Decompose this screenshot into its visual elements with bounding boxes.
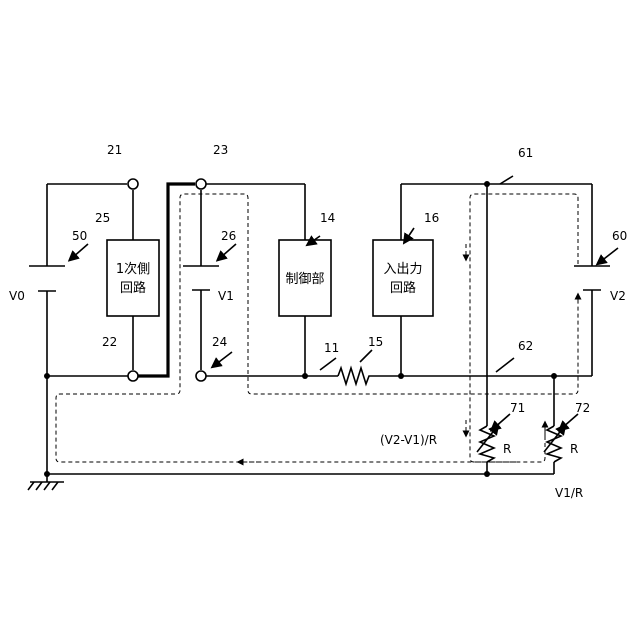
label-26: 26 [221, 229, 236, 243]
current-path-v1 [56, 194, 578, 462]
io-circuit-block: 入出力 回路 [373, 240, 433, 316]
resistor-71: R [477, 426, 511, 462]
primary-circuit-block: 1次側 回路 [107, 240, 159, 316]
label-23: 23 [213, 143, 228, 157]
primary-circuit-label-1: 1次側 [116, 261, 150, 277]
current-diff-label: (V2-V1)/R [380, 433, 437, 447]
label-21: 21 [107, 143, 122, 157]
battery-v0 [29, 266, 65, 291]
source-v0-label: V0 [9, 289, 25, 303]
label-16: 16 [424, 211, 439, 225]
label-50: 50 [72, 229, 87, 243]
label-72: 72 [575, 401, 590, 415]
battery-v1 [183, 266, 219, 290]
terminal-23 [196, 179, 206, 189]
label-25: 25 [95, 211, 110, 225]
current-v1-label: V1/R [555, 486, 583, 500]
control-unit-label: 制御部 [285, 272, 324, 287]
io-circuit-label-1: 入出力 [383, 262, 422, 277]
label-61: 61 [518, 146, 533, 160]
control-unit-block: 制御部 [279, 240, 331, 316]
resistor-71-label: R [503, 442, 511, 456]
junction-nodes [44, 181, 557, 477]
resistor-72-label: R [570, 442, 578, 456]
label-22: 22 [102, 335, 117, 349]
label-14: 14 [320, 211, 335, 225]
io-circuit-label-2: 回路 [390, 280, 416, 296]
label-11: 11 [324, 341, 339, 355]
terminal-21 [128, 179, 138, 189]
label-71: 71 [510, 401, 525, 415]
terminal-22 [128, 371, 138, 381]
source-v1-label: V1 [218, 289, 234, 303]
terminal-24 [196, 371, 206, 381]
label-24: 24 [212, 335, 227, 349]
label-60: 60 [612, 229, 627, 243]
primary-circuit-label-2: 回路 [120, 280, 146, 296]
resistor-72: R [544, 426, 578, 462]
label-62: 62 [518, 339, 533, 353]
resistor-15 [338, 368, 372, 384]
source-v2-label: V2 [610, 289, 626, 303]
current-path-diff [466, 194, 578, 462]
bottom-wire-main [206, 316, 592, 376]
battery-v2 [574, 266, 610, 290]
label-15: 15 [368, 335, 383, 349]
